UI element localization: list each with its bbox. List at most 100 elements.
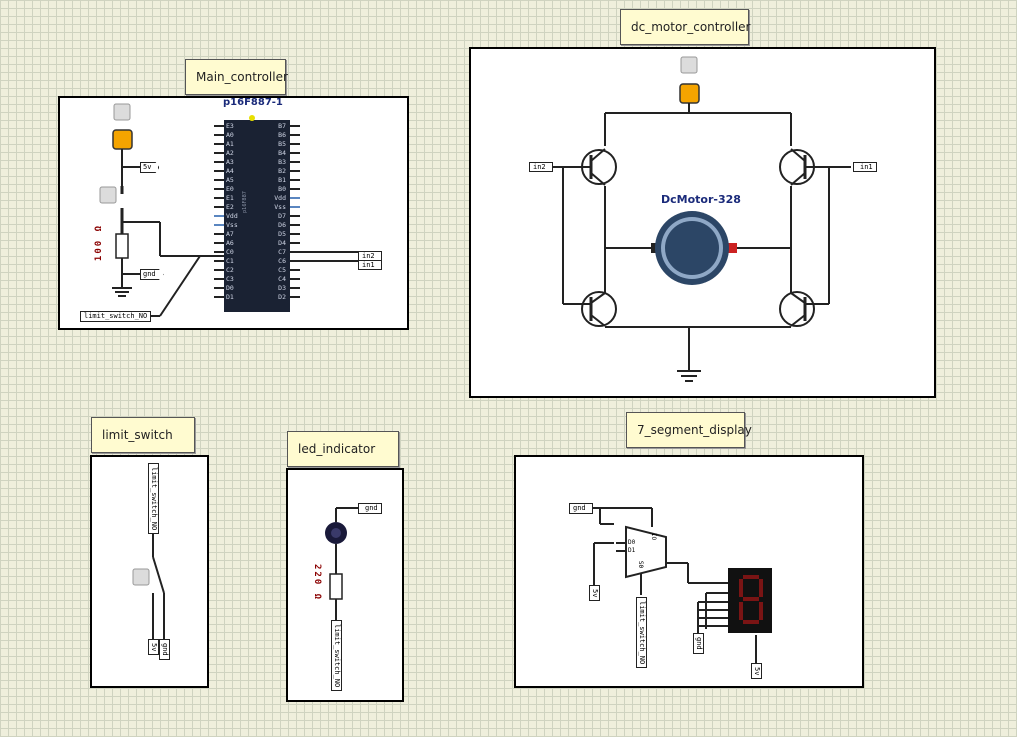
mux-d0-label: D0 [628,539,636,546]
led-indicator-panel: 220 Ω gnd limit_switch_NO [286,468,404,702]
pin-label: A6 [226,239,234,247]
seg-tunnel-5v: 5v [589,585,600,602]
pin-label: B4 [278,149,286,157]
pin-label: A1 [226,140,234,148]
resistor-100-icon [115,233,129,259]
dc-motor-controller-title: dc_motor_controller [620,9,750,45]
pin-label: C1 [226,257,234,265]
pin-label: A4 [226,167,234,175]
led-indicator-title: led_indicator [287,431,399,467]
pin-label: B3 [278,158,286,166]
pin-label: D2 [278,293,286,301]
mux-d1-label: D1 [628,547,636,554]
tunnel-in1: in1 [358,260,382,270]
switch-toggle-icon[interactable] [99,186,117,204]
resistor-value-label: 100 Ω [94,224,104,262]
chip-text-label: p16F887 [242,191,248,213]
pin-label: B6 [278,131,286,139]
led-orange-icon [112,129,133,150]
seg-tunnel-gnd-2: gnd [693,633,704,654]
pin-label: B5 [278,140,286,148]
pin-label: C4 [278,275,286,283]
pin-label: D5 [278,230,286,238]
pin-label: E3 [226,122,234,130]
led-indicator-icon [325,522,347,544]
motor-ground-icon [677,370,701,382]
pin-label: A0 [226,131,234,139]
limit-tunnel-gnd: gnd [159,639,170,660]
main-controller-panel: p16F887-1 p16F887 E3 A0 A1 A2 A3 A4 A5 E… [58,96,409,330]
pin-label: C0 [226,248,234,256]
multiplexer-icon [625,525,667,579]
pin-label: A7 [226,230,234,238]
transistor-q1-icon [581,148,617,186]
seven-segment-schematic [586,507,772,663]
limit-switch-toggle-icon[interactable] [132,568,150,586]
seg-tunnel-limit-no: limit_switch_NO [636,597,647,669]
pin-label: E2 [226,203,234,211]
pin-label: B7 [278,122,286,130]
mux-io-label: IO [650,532,658,541]
pin-label: D4 [278,239,286,247]
pin-label: A3 [226,158,234,166]
ground-icon [112,287,132,297]
led-resistor-label: 220 Ω [312,564,322,602]
dc-motor-icon [651,211,737,285]
chip-left-pins: E3 A0 A1 A2 A3 A4 A5 E0 E1 E2 Vdd Vss A7… [226,122,238,302]
seven-segment-display-title: 7_segment_display [626,412,752,448]
pin-label: B1 [278,176,286,184]
pin-label: C5 [278,266,286,274]
tunnel-5v: 5v [140,162,160,173]
tunnel-limit-switch-no: limit_switch_NO [80,311,152,322]
led-indicator-schematic [325,507,358,620]
limit-tunnel-5v: 5v [148,639,159,656]
motor-led-orange-icon [679,83,700,104]
dc-motor-schematic [546,56,851,382]
pin-label: D7 [278,212,286,220]
transistor-q2-icon [779,148,815,186]
led-tunnel-no: limit_switch_NO [331,620,342,692]
chip-name-label: p16F887-1 [223,97,283,108]
seg-tunnel-gnd: gnd [569,503,593,514]
pin-label: Vss [226,221,238,229]
tunnel-gnd: gnd [140,269,164,280]
pin-label: Vdd [226,212,238,220]
motor-tunnel-in1: in1 [853,162,877,172]
limit-switch-title: limit_switch [91,417,195,453]
pin-label: A5 [226,176,234,184]
pic16f887-chip [224,120,290,312]
pin-label: E1 [226,194,234,202]
transistor-q3-icon [581,291,617,327]
pin-label: C3 [226,275,234,283]
transistor-q4-icon [779,291,815,327]
pin-label: D0 [226,284,234,292]
pin-label: A2 [226,149,234,157]
pin-label: E0 [226,185,234,193]
pin-label: C2 [226,266,234,274]
pin-label: Vdd [274,194,286,202]
motor-tunnel-in2: in2 [529,162,553,172]
main-controller-schematic [99,103,358,317]
main-controller-title: Main_controller [185,59,288,95]
pin-label: D3 [278,284,286,292]
seven-segment-panel: D0 D1 S0 IO gnd 5v limit_switch_NO gnd 5… [514,455,864,688]
limit-switch-panel: limit_switch_NO 5v gnd [90,455,209,688]
chip-right-pins: B7 B6 B5 B4 B3 B2 B1 B0 Vdd Vss D7 D6 D5… [268,122,286,302]
mux-s0-label: S0 [637,560,645,569]
seven-segment-digit-icon [728,568,772,633]
led-tunnel-gnd: gnd [358,503,382,514]
pin-label: B0 [278,185,286,193]
pushbutton-toggle-icon[interactable] [113,103,131,121]
motor-toggle-icon[interactable] [680,56,698,74]
pin-label: C7 [278,248,286,256]
limit-switch-schematic [132,532,165,639]
limit-tunnel-no: limit_switch_NO [148,463,159,535]
resistor-220-icon [329,573,343,600]
motor-name-label: DcMotor-328 [661,193,741,206]
seg-tunnel-5v-2: 5v [751,663,762,680]
pin-label: D6 [278,221,286,229]
dc-motor-controller-panel: DcMotor-328 in2 in1 [469,47,936,398]
pin-label: B2 [278,167,286,175]
pin-label: D1 [226,293,234,301]
pin-label: Vss [274,203,286,211]
